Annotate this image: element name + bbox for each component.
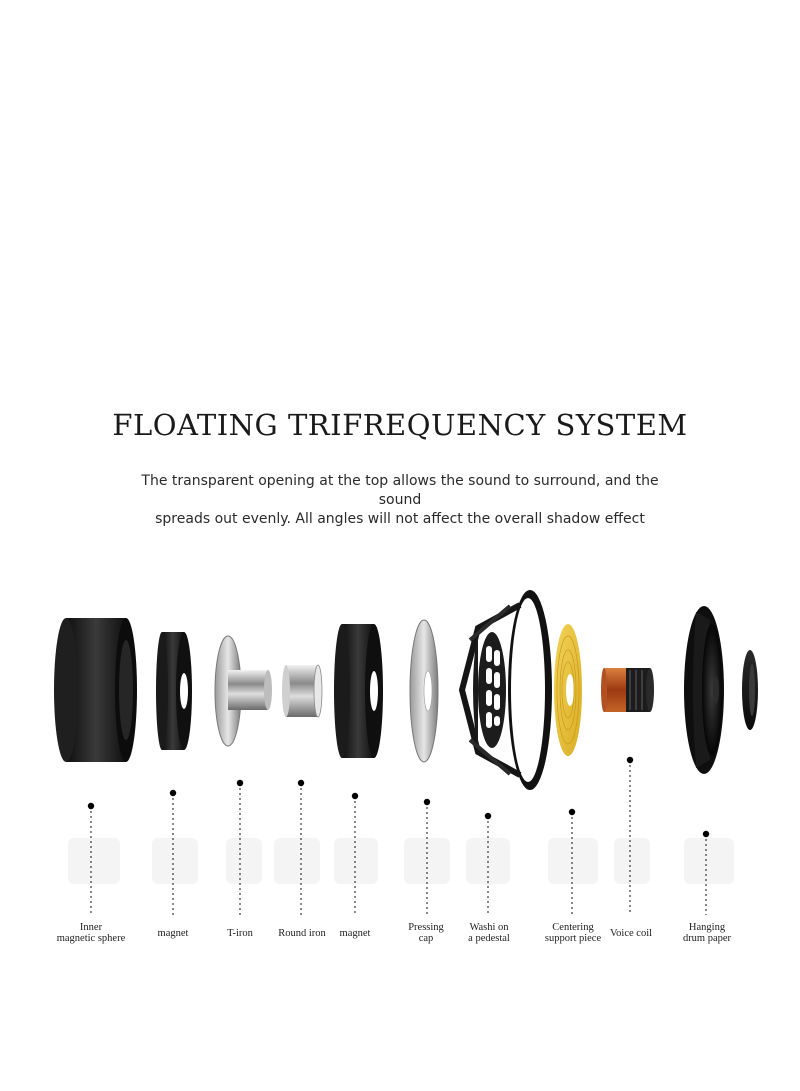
leader-dot-centering [568,808,576,816]
page-subtitle: The transparent opening at the top allow… [120,472,680,529]
page-title: FLOATING TRIFREQUENCY SYSTEM [112,408,688,442]
label-line: magnet [157,928,189,939]
label-line: Round iron [278,928,326,939]
leader-dot-inner-magnetic-sphere [87,802,95,810]
leader-dot-round-iron [297,779,305,787]
label-centering-support: Centering support piece [536,922,610,944]
leader-lines [90,760,707,915]
dust-cap-part [742,650,758,730]
label-line: magnet [339,928,371,939]
leader-dot-magnet-1 [169,789,177,797]
t-iron-part [214,635,272,747]
round-iron-part [282,664,323,718]
subtitle-line-2: spreads out evenly. All angles will not … [155,511,645,527]
centering-support-part [554,624,582,756]
label-washi-pedestal: Washi on a pedestal [458,922,520,944]
label-line: drum paper [682,933,732,944]
label-line: Voice coil [609,928,653,939]
leader-dots [87,756,710,838]
label-line: Inner [79,922,103,933]
label-shadow-bands [68,838,734,884]
leader-dot-t-iron [236,779,244,787]
label-line: support piece [544,933,602,944]
label-pressing-cap: Pressing cap [400,922,452,944]
label-round-iron: Round iron [272,928,332,939]
label-line: T-iron [227,928,253,939]
pressing-cap-part [409,619,439,763]
magnet-2-part [334,624,383,758]
leader-dot-voice-coil [626,756,634,764]
subtitle-line-1: The transparent opening at the top allow… [141,473,659,508]
label-line: Centering [552,922,594,933]
label-hanging-drum-paper: Hanging drum paper [672,922,742,944]
inner-magnetic-sphere-part [54,618,137,762]
hanging-drum-paper-part [684,606,724,774]
washi-pedestal-part [458,590,552,790]
label-line: magnetic sphere [56,933,126,944]
label-line: Pressing [408,922,444,933]
leader-dot-drum-paper [702,830,710,838]
label-voice-coil: Voice coil [604,928,658,939]
label-line: cap [418,933,434,944]
voice-coil-part [601,668,654,712]
label-line: a pedestal [468,933,510,944]
leader-dot-magnet-2 [351,792,359,800]
label-magnet-2: magnet [332,928,378,939]
leader-dot-washi [484,812,492,820]
label-magnet-1: magnet [148,928,198,939]
magnet-1-part [156,632,192,750]
leader-dot-pressing-cap [423,798,431,806]
label-line: Washi on [469,922,509,933]
label-t-iron: T-iron [218,928,262,939]
label-inner-magnetic-sphere: Inner magnetic sphere [46,922,136,944]
label-line: Hanging [688,922,726,933]
